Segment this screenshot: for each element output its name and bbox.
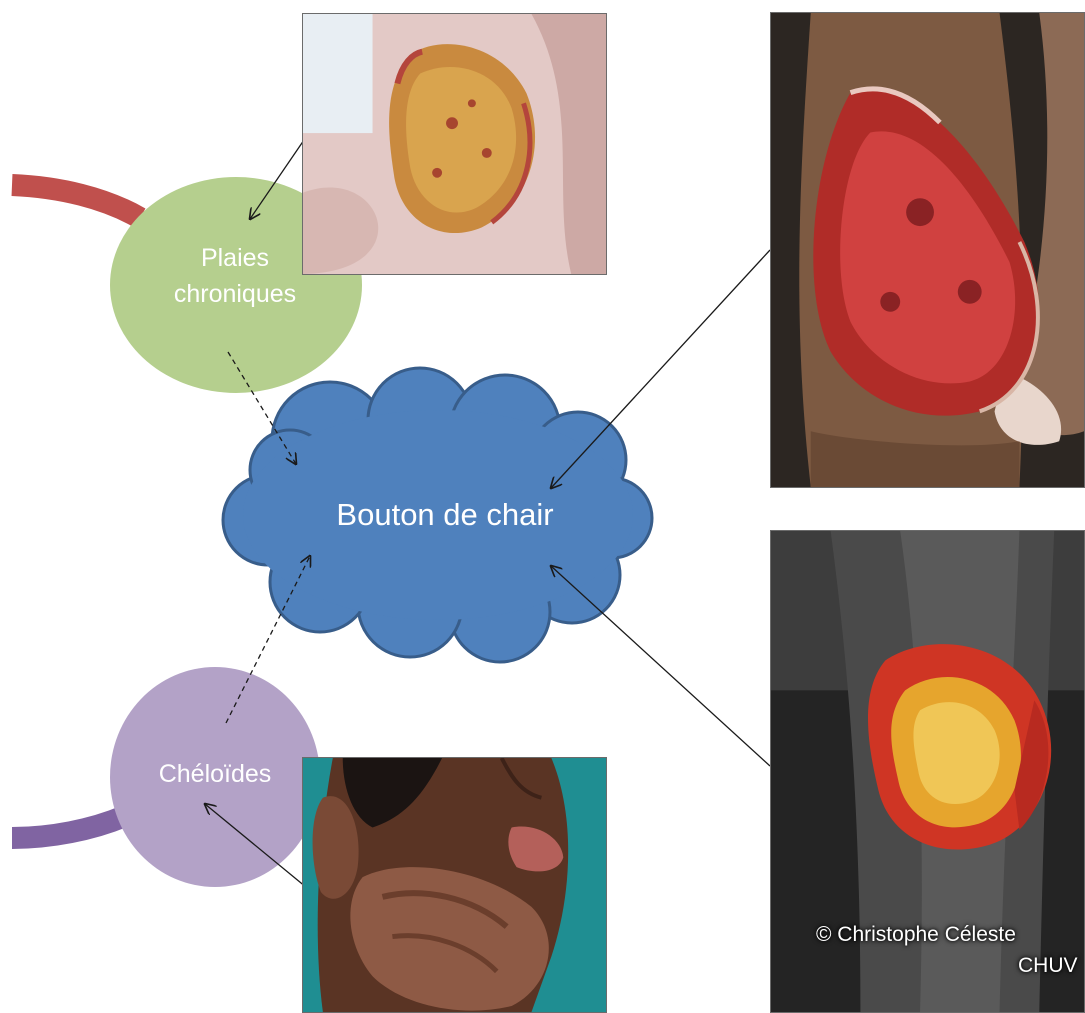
- keloid-photo: [302, 757, 607, 1013]
- chronic-wound-photo: [302, 13, 607, 275]
- horse-wound-bottom-photo: © Christophe Céleste CHUV: [770, 530, 1085, 1013]
- photo-credit-line-1: © Christophe Céleste: [816, 923, 1016, 947]
- cheloides-label: Chéloïdes: [112, 756, 318, 792]
- arrow-horse-bottom-to-bouton: [551, 566, 770, 766]
- photo-credit-line-2: CHUV: [1018, 954, 1078, 978]
- plaies-label-line2: chroniques: [110, 276, 360, 312]
- bouton-label: Bouton de chair: [250, 497, 640, 533]
- horse-wound-top-photo: [770, 12, 1085, 488]
- arrow-horse-top-to-bouton: [551, 250, 770, 488]
- top-arc: [12, 185, 140, 218]
- bottom-arc: [12, 816, 125, 838]
